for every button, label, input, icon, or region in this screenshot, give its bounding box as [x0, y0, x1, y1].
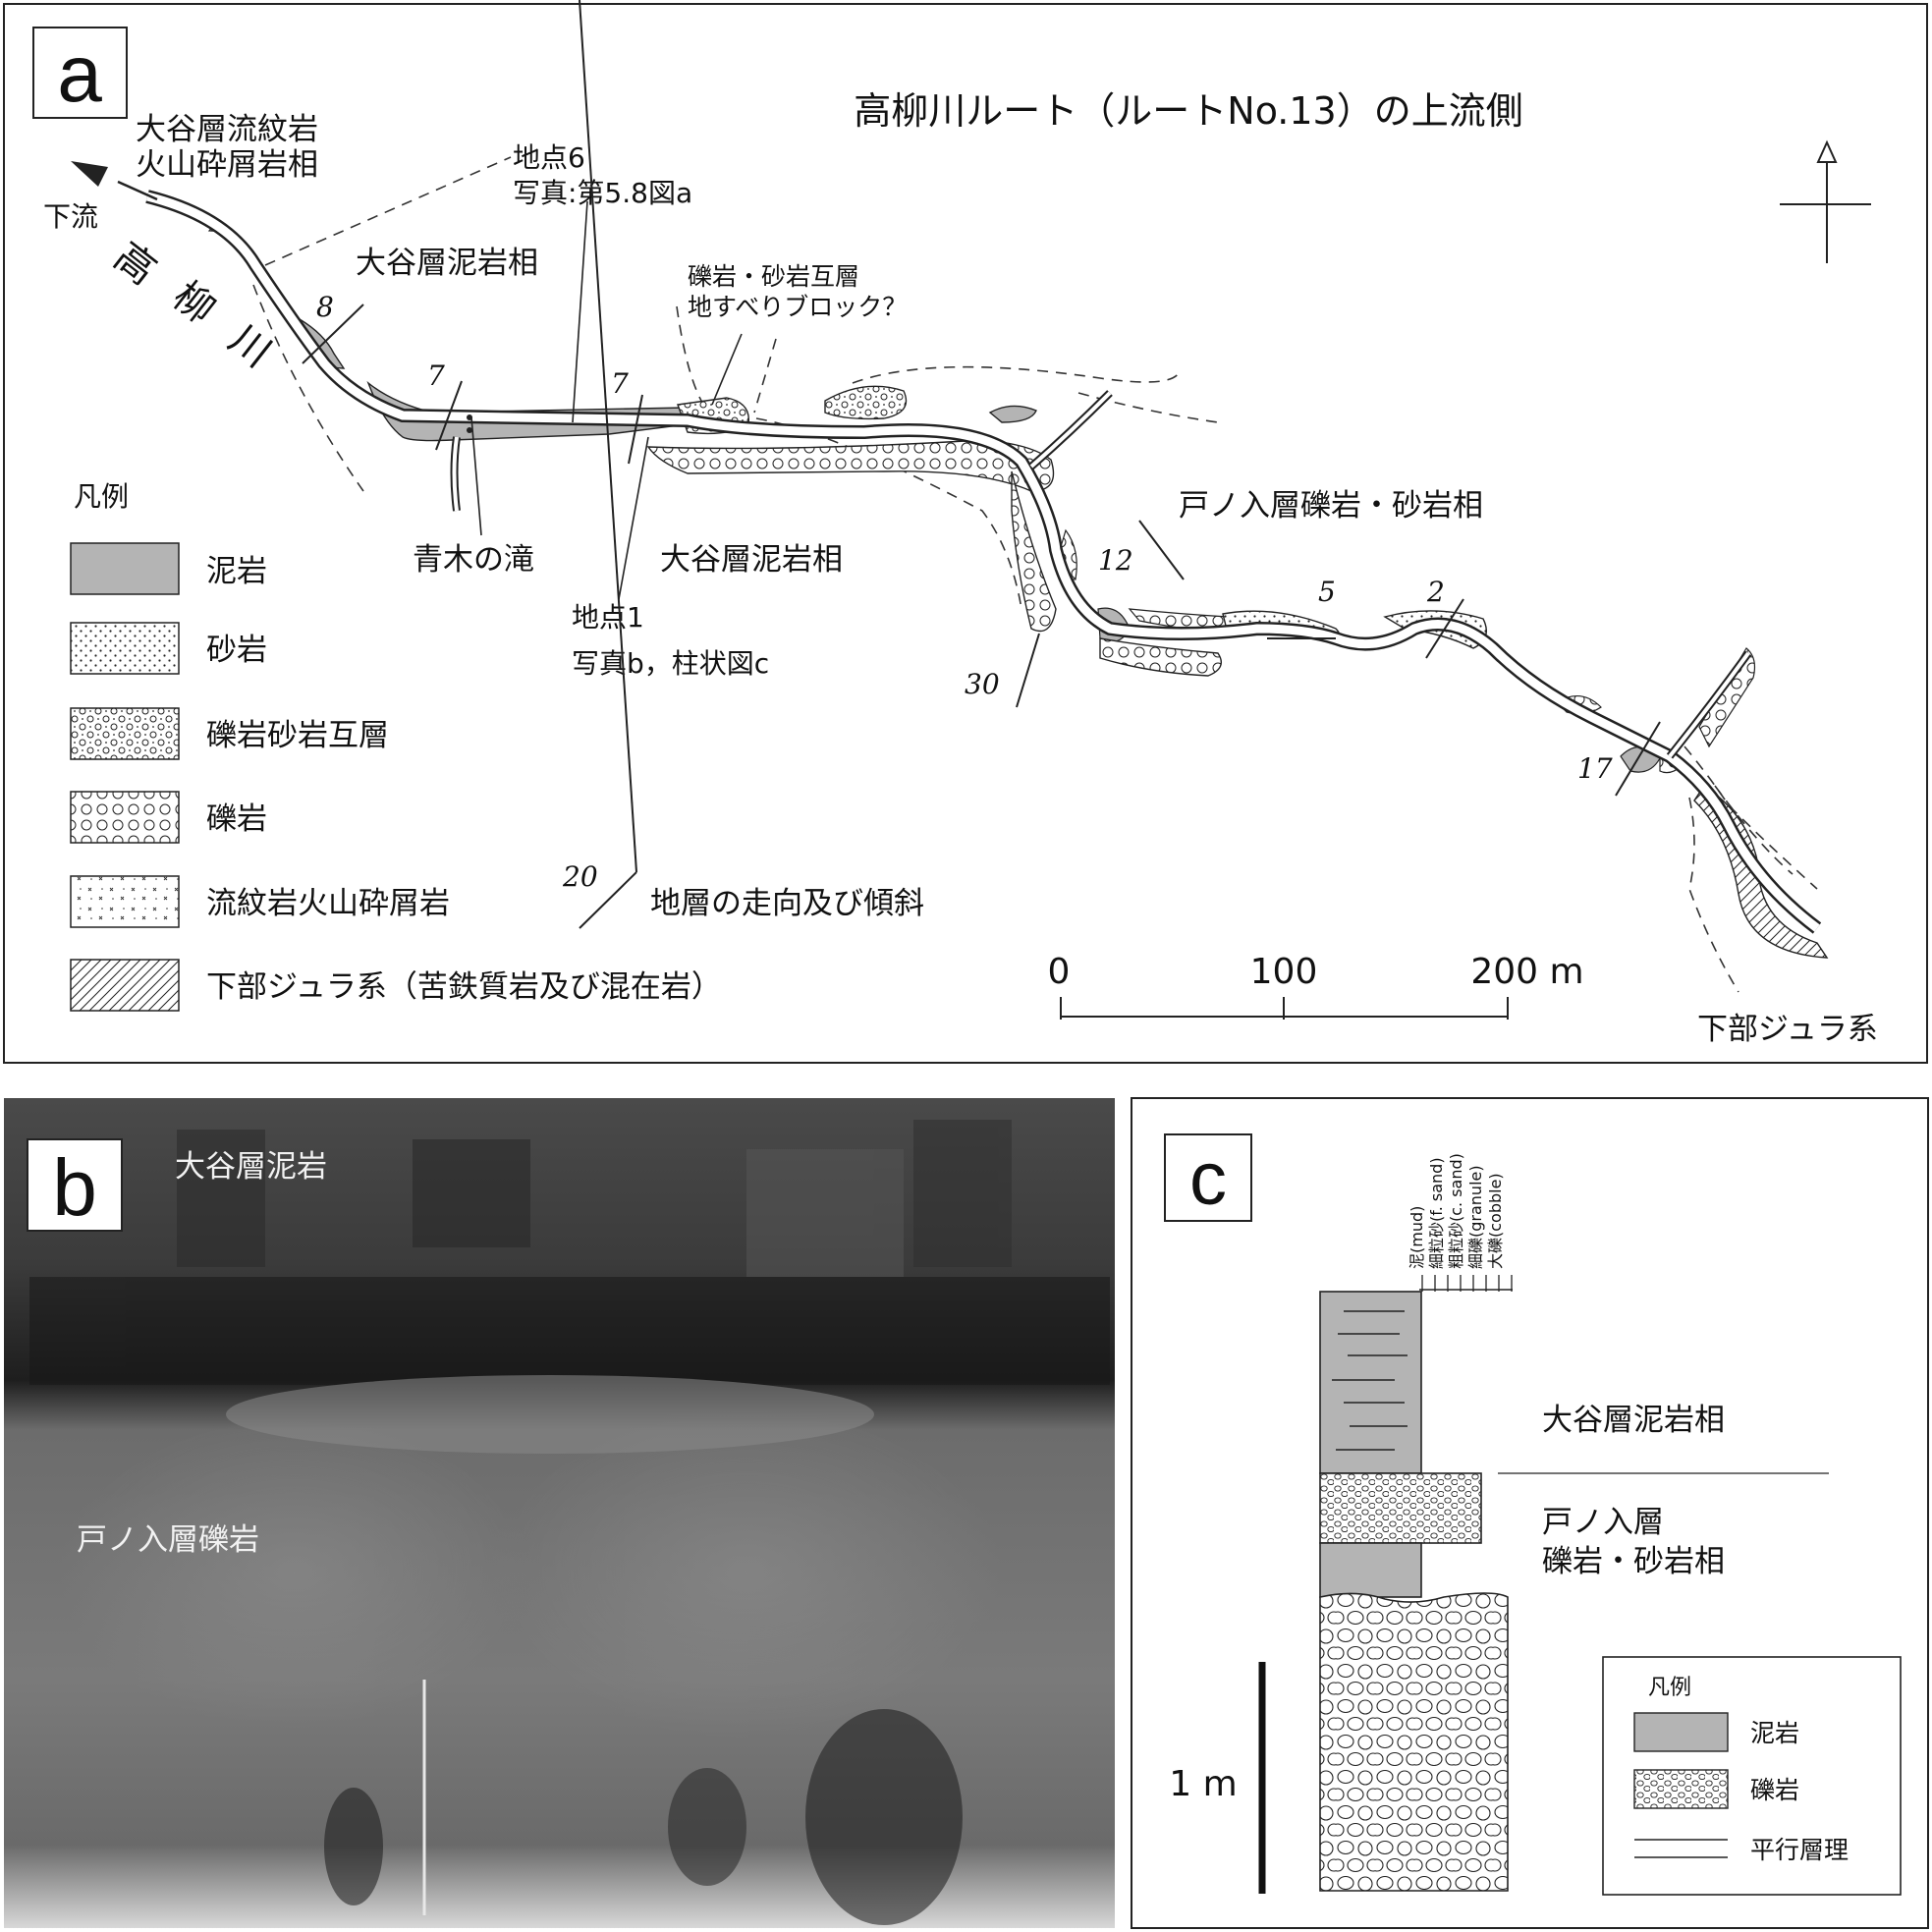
legend-a-item-rhyolite: 流紋岩火山砕屑岩 — [206, 886, 450, 921]
panel-a-title: 高柳川ルート（ルートNo.13）の上流側 — [854, 89, 1522, 133]
label-mud-facies-lower: 大谷層泥岩相 — [660, 542, 843, 578]
unit-lower-label-1: 戸ノ入層 — [1542, 1505, 1664, 1540]
panel-c: c 泥(mud) 細粒砂(f. sand) 粗粒砂(c. sand) 細礫(gr… — [1131, 1097, 1929, 1929]
grain-coarse-sand: 粗粒砂(c. sand) — [1447, 1153, 1465, 1269]
legend-strike-symbol-line — [579, 871, 637, 929]
grain-size-scale — [1419, 1275, 1513, 1292]
column-mud-upper — [1319, 1291, 1422, 1474]
legend-a: 凡例 泥岩 砂岩 礫岩砂岩互層 礫岩 流紋岩火山砕屑岩 下部ジュラ系（苦鉄質岩及… — [70, 0, 924, 1012]
panel-a: a 高柳川ルート（ルートNo.13）の上流側 — [3, 0, 1928, 1064]
legend-swatch-mud — [70, 542, 180, 595]
column-granule-bed — [1319, 1472, 1482, 1544]
scale-tick-0: 0 — [1048, 952, 1071, 992]
label-downstream: 下流 — [43, 200, 98, 233]
panel-b-letter: b — [52, 1143, 97, 1233]
waterfall-marker-2 — [467, 427, 472, 433]
grain-cobble: 大礫(cobble) — [1486, 1173, 1505, 1269]
scale-bar-a: 0 100 200 m — [1048, 952, 1584, 1020]
column-mud-lower — [1319, 1542, 1422, 1598]
panel-c-letter: c — [1189, 1137, 1227, 1221]
panel-a-letter-box — [32, 27, 128, 119]
photo-label-upper: 大谷層泥岩 — [175, 1149, 327, 1185]
label-site1-1: 地点1 — [572, 601, 644, 634]
north-arrow-icon — [1780, 139, 1871, 263]
dip-8: 8 — [316, 291, 334, 323]
legend-a-item-cong: 礫岩 — [206, 801, 267, 837]
unit-lower-label-2: 礫岩・砂岩相 — [1542, 1544, 1725, 1579]
waterfall-marker — [467, 414, 472, 420]
dip-12: 12 — [1098, 544, 1133, 577]
label-site1-2: 写真b，柱状図c — [572, 647, 769, 680]
legend-c-item-mud: 泥岩 — [1750, 1719, 1799, 1747]
legend-strike-label: 地層の走向及び傾斜 — [650, 886, 924, 921]
legend-c-item-lamination: 平行層理 — [1750, 1836, 1849, 1864]
label-site6-2: 写真:第5.8図a — [513, 177, 692, 209]
photo-label-lower: 戸ノ入層礫岩 — [77, 1522, 259, 1558]
stratigraphic-column — [1319, 1291, 1509, 1892]
takayanagi-river — [145, 190, 1822, 934]
grain-mud: 泥(mud) — [1408, 1206, 1426, 1269]
parallel-lamination — [1332, 1310, 1408, 1451]
label-slide-1: 礫岩・砂岩互層 — [688, 262, 859, 291]
photo-texture — [29, 1120, 1110, 1925]
strike-dip-symbols — [302, 304, 1661, 797]
unit-upper-label: 大谷層泥岩相 — [1542, 1403, 1725, 1438]
legend-a-title: 凡例 — [74, 480, 129, 513]
legend-c-swatch-cong — [1633, 1769, 1729, 1809]
dip-5: 5 — [1318, 576, 1336, 608]
legend-swatch-cong — [70, 791, 180, 844]
legend-swatch-rhyolite — [70, 875, 180, 928]
legend-swatch-sand — [70, 622, 180, 675]
legend-c-swatch-mud — [1633, 1712, 1729, 1752]
scale-tick-100: 100 — [1250, 952, 1318, 992]
label-mud-facies-upper: 大谷層泥岩相 — [356, 246, 538, 281]
legend-c-title: 凡例 — [1648, 1676, 1691, 1700]
dip-17: 17 — [1577, 752, 1613, 785]
legend-a-item-sand: 砂岩 — [206, 633, 267, 668]
legend-a-item-mud: 泥岩 — [206, 554, 267, 589]
label-waterfall: 青木の滝 — [413, 542, 534, 578]
label-rhyolite-1: 大谷層流紋岩 — [136, 112, 318, 147]
column-conglomerate — [1319, 1592, 1509, 1892]
scale-label-c: 1 m — [1169, 1764, 1237, 1804]
label-tonoiri: 戸ノ入層礫岩・砂岩相 — [1179, 488, 1483, 524]
downstream-arrow-icon — [71, 161, 108, 187]
label-slide-2: 地すべりブロック？ — [688, 293, 907, 321]
label-lower-jurassic: 下部ジュラ系 — [1697, 1012, 1878, 1047]
label-rhyolite-2: 火山砕屑岩相 — [136, 147, 318, 183]
legend-strike-symbol — [579, 0, 637, 873]
panel-a-letter: a — [57, 29, 102, 119]
panel-c-letter-box — [1164, 1133, 1252, 1222]
scale-tick-200: 200 m — [1470, 952, 1583, 992]
leader-lines — [470, 200, 743, 600]
legend-a-item-cong-sand: 礫岩砂岩互層 — [206, 718, 389, 753]
legend-strike-value: 20 — [562, 860, 598, 893]
legend-c: 凡例 泥岩 礫岩 平行層理 — [1602, 1656, 1902, 1896]
legend-swatch-jurassic — [70, 959, 180, 1012]
legend-c-item-cong: 礫岩 — [1750, 1776, 1799, 1804]
legend-swatch-cong-sand — [70, 707, 180, 760]
dip-2: 2 — [1426, 576, 1445, 608]
panel-b: b 大谷層泥岩 戸ノ入層礫岩 — [4, 1098, 1115, 1928]
panel-b-letter-box — [27, 1138, 123, 1232]
panel-a-frame — [3, 3, 1928, 1064]
grain-granule: 細礫(granule) — [1466, 1165, 1485, 1269]
dip-7-west: 7 — [427, 359, 445, 392]
dip-30: 30 — [965, 668, 1000, 700]
legend-a-item-jurassic: 下部ジュラ系（苦鉄質岩及び混在岩） — [206, 969, 722, 1005]
grain-fine-sand: 細粒砂(f. sand) — [1427, 1157, 1446, 1269]
label-site6-1: 地点6 — [513, 141, 585, 174]
downstream-arrow — [117, 180, 158, 201]
dip-7-east: 7 — [611, 367, 629, 400]
